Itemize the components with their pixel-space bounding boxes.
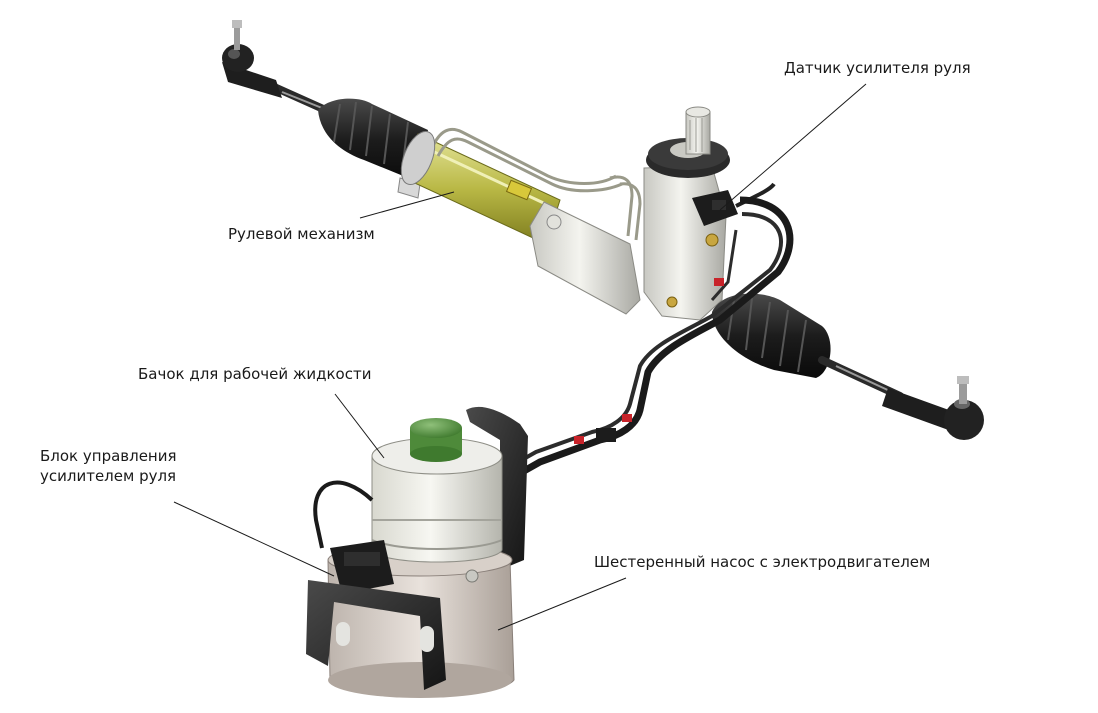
pressure-return-hoses xyxy=(503,196,794,484)
right-rack-boot xyxy=(712,293,831,378)
rack-collar xyxy=(400,131,436,185)
label-control-unit: Блок управления усилителем руля xyxy=(40,446,177,486)
leader-lines xyxy=(173,83,867,631)
label-steering-sensor: Датчик усилителя руля xyxy=(784,59,971,77)
reservoir-cap xyxy=(410,418,462,462)
label-control-unit-line1: Блок управления xyxy=(40,447,177,465)
label-fluid-reservoir: Бачок для рабочей жидкости xyxy=(138,365,372,383)
electro-hydraulic-pump-unit xyxy=(306,406,528,698)
steering-rack xyxy=(222,20,984,440)
leader-rack xyxy=(359,191,455,219)
leader-sensor xyxy=(719,83,867,211)
leader-pump xyxy=(497,577,627,631)
steering-torque-sensor xyxy=(692,182,776,226)
pump-bracket xyxy=(306,580,446,690)
right-tie-rod-end xyxy=(882,376,984,440)
left-tie-rod-end xyxy=(222,20,282,98)
leader-ecu xyxy=(173,501,335,577)
leader-tank xyxy=(334,393,385,459)
label-gear-pump: Шестеренный насос с электродвигателем xyxy=(594,553,931,571)
left-rack-boot xyxy=(318,98,428,182)
hydraulic-tubes xyxy=(430,127,642,241)
steering-control-unit xyxy=(313,480,394,594)
rack-housing xyxy=(403,133,561,245)
tank-bracket xyxy=(466,406,528,570)
label-steering-rack: Рулевой механизм xyxy=(228,225,375,243)
label-control-unit-line2: усилителем руля xyxy=(40,467,177,485)
pinion-valve-body xyxy=(529,106,730,321)
